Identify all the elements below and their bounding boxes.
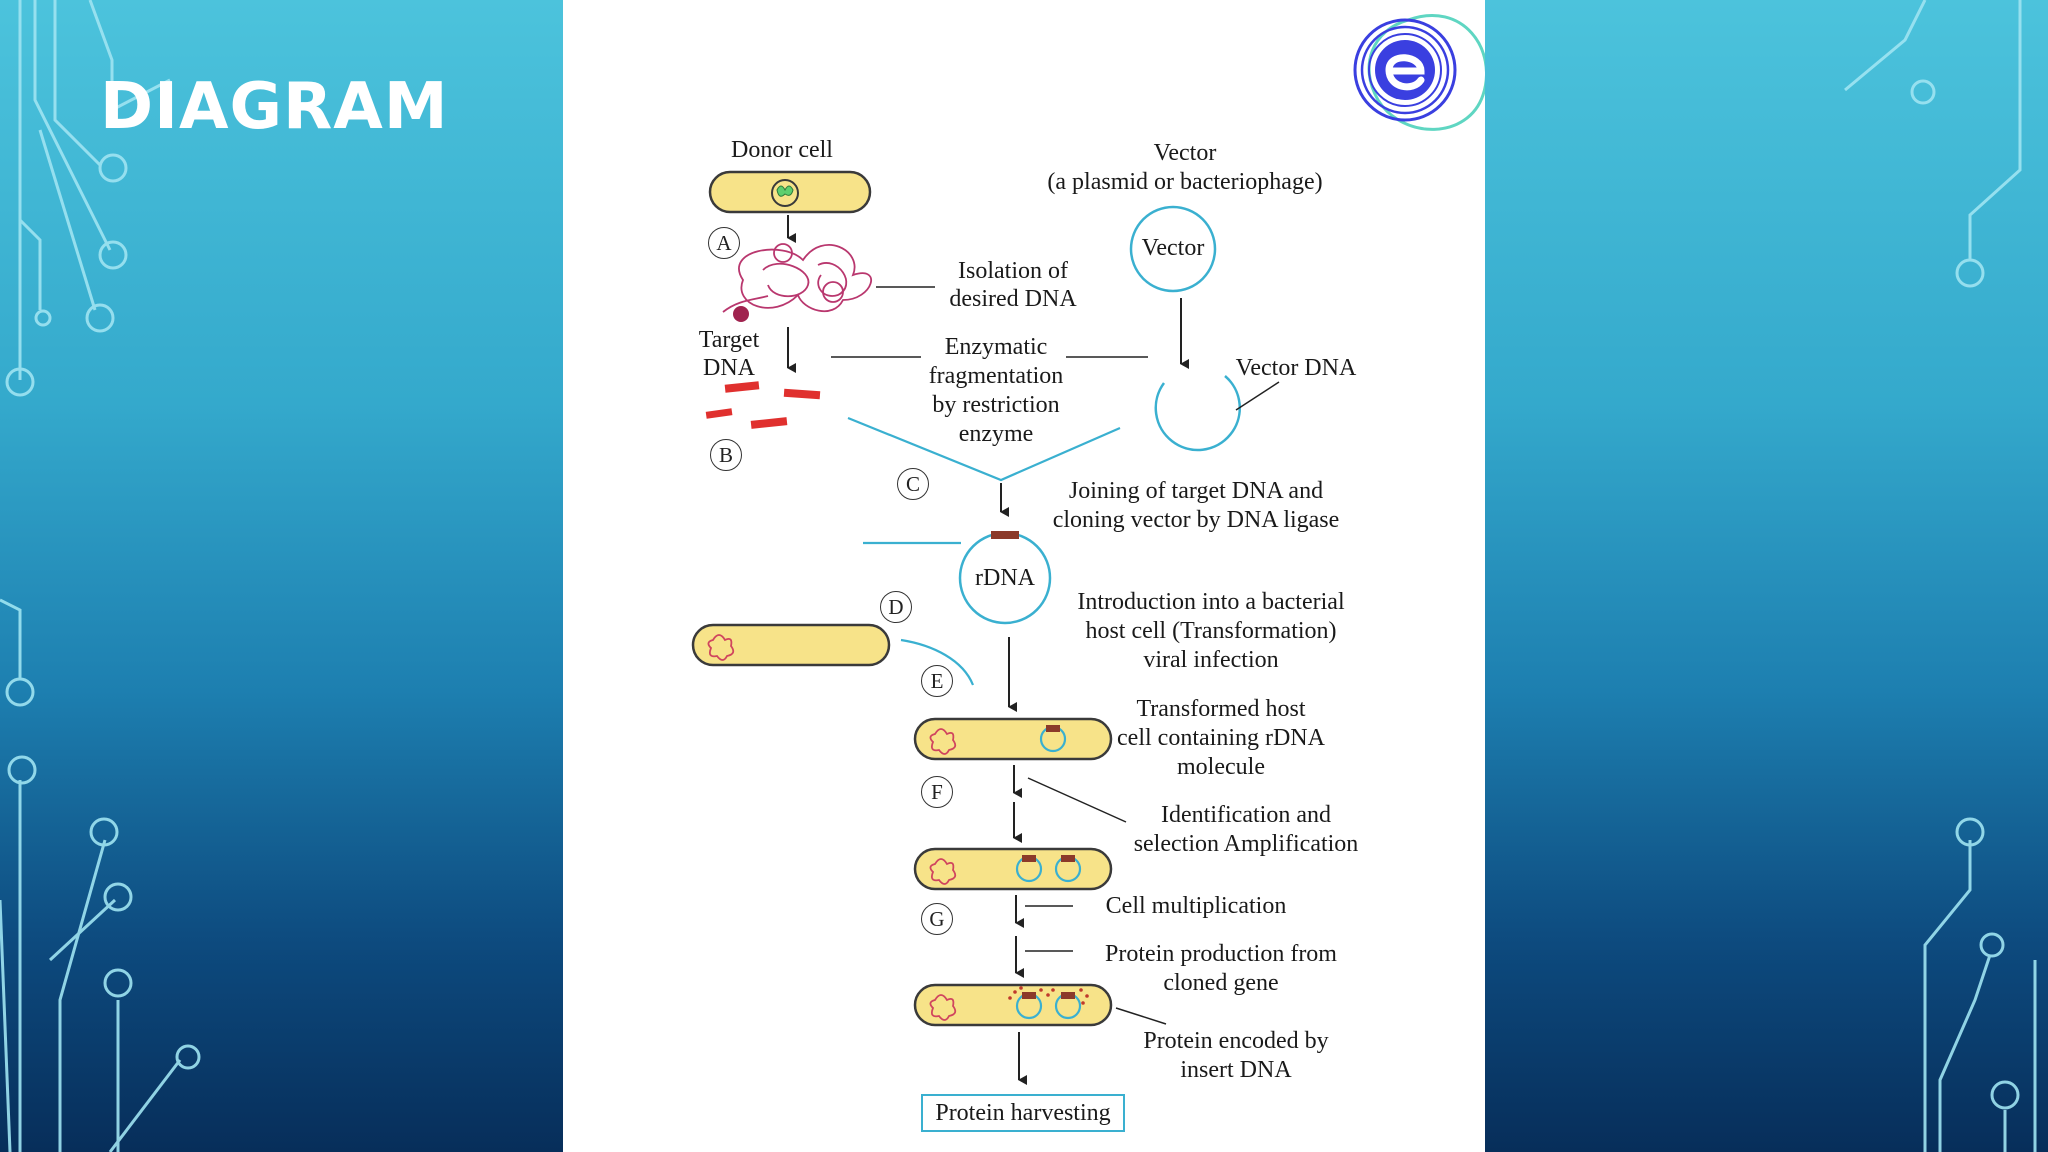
joining-label-1: Joining of target DNA and <box>1068 478 1324 504</box>
slide-title: DIAGRAM <box>100 70 449 144</box>
transformed-label-3: molecule <box>1177 754 1265 780</box>
circuit-decoration-left <box>0 0 201 1152</box>
vector-subtitle: (a plasmid or bacteriophage) <box>1047 169 1323 195</box>
transformed-label-1: Transformed host <box>1136 696 1306 722</box>
open-vector-dna <box>1154 375 1242 452</box>
vector-circle-label: Vector <box>1141 235 1205 261</box>
enzymatic-label-3: by restriction <box>932 392 1060 418</box>
donor-cell <box>708 170 872 214</box>
step-g-marker: G <box>921 903 953 935</box>
transformed-cell <box>913 717 1113 761</box>
intro-label-2: host cell (Transformation) <box>1085 618 1337 644</box>
isolated-dna <box>722 243 872 313</box>
step-f-marker: F <box>921 776 953 808</box>
step-a-marker: A <box>708 227 740 259</box>
identification-label-2: selection Amplification <box>1133 831 1359 857</box>
vector-title: Vector <box>1153 140 1217 166</box>
circuit-decoration-right <box>1844 0 2037 1152</box>
identification-label-1: Identification and <box>1161 802 1331 828</box>
intro-label-3: viral infection <box>1143 647 1279 673</box>
rdna-label: rDNA <box>975 565 1035 591</box>
protein-producing-cell <box>913 983 1113 1027</box>
target-dna-marker <box>733 306 749 322</box>
vector-dna-label: Vector DNA <box>1235 355 1357 381</box>
enzymatic-label-1: Enzymatic <box>944 334 1048 360</box>
isolation-label-2: desired DNA <box>949 286 1077 312</box>
enzymatic-label-2: fragmentation <box>928 363 1064 389</box>
protein-production-label-1: Protein production from <box>1105 941 1337 967</box>
step-b-marker: B <box>710 439 742 471</box>
isolation-label-1: Isolation of <box>958 258 1068 284</box>
enzymatic-label-4: enzyme <box>958 421 1034 447</box>
step-c-marker: C <box>897 468 929 500</box>
donor-cell-label: Donor cell <box>731 137 833 163</box>
target-dna-label-1: Target <box>698 327 760 353</box>
amplified-cell <box>913 847 1113 891</box>
diagram-graphics <box>691 13 1485 1085</box>
step-e-marker: E <box>921 665 953 697</box>
protein-encoded-label-1: Protein encoded by <box>1143 1028 1329 1054</box>
protein-harvesting-box: Protein harvesting <box>921 1094 1125 1132</box>
joining-label-2: cloning vector by DNA ligase <box>1052 507 1340 533</box>
step-d-marker: D <box>880 591 912 623</box>
target-dna-label-2: DNA <box>703 355 755 381</box>
e-logo-icon <box>1353 13 1485 131</box>
intro-label-1: Introduction into a bacterial <box>1077 589 1345 615</box>
transformed-label-2: cell containing rDNA <box>1117 725 1325 751</box>
dna-fragments <box>705 381 821 429</box>
vector-circle <box>1129 205 1217 293</box>
bacterial-host-cell <box>691 623 891 667</box>
diagram-panel: Donor cell Vector (a plasmid or bacterio… <box>563 0 1485 1152</box>
protein-production-label-2: cloned gene <box>1163 970 1279 996</box>
cell-multiplication-label: Cell multiplication <box>1105 893 1287 919</box>
protein-encoded-label-2: insert DNA <box>1180 1057 1292 1083</box>
